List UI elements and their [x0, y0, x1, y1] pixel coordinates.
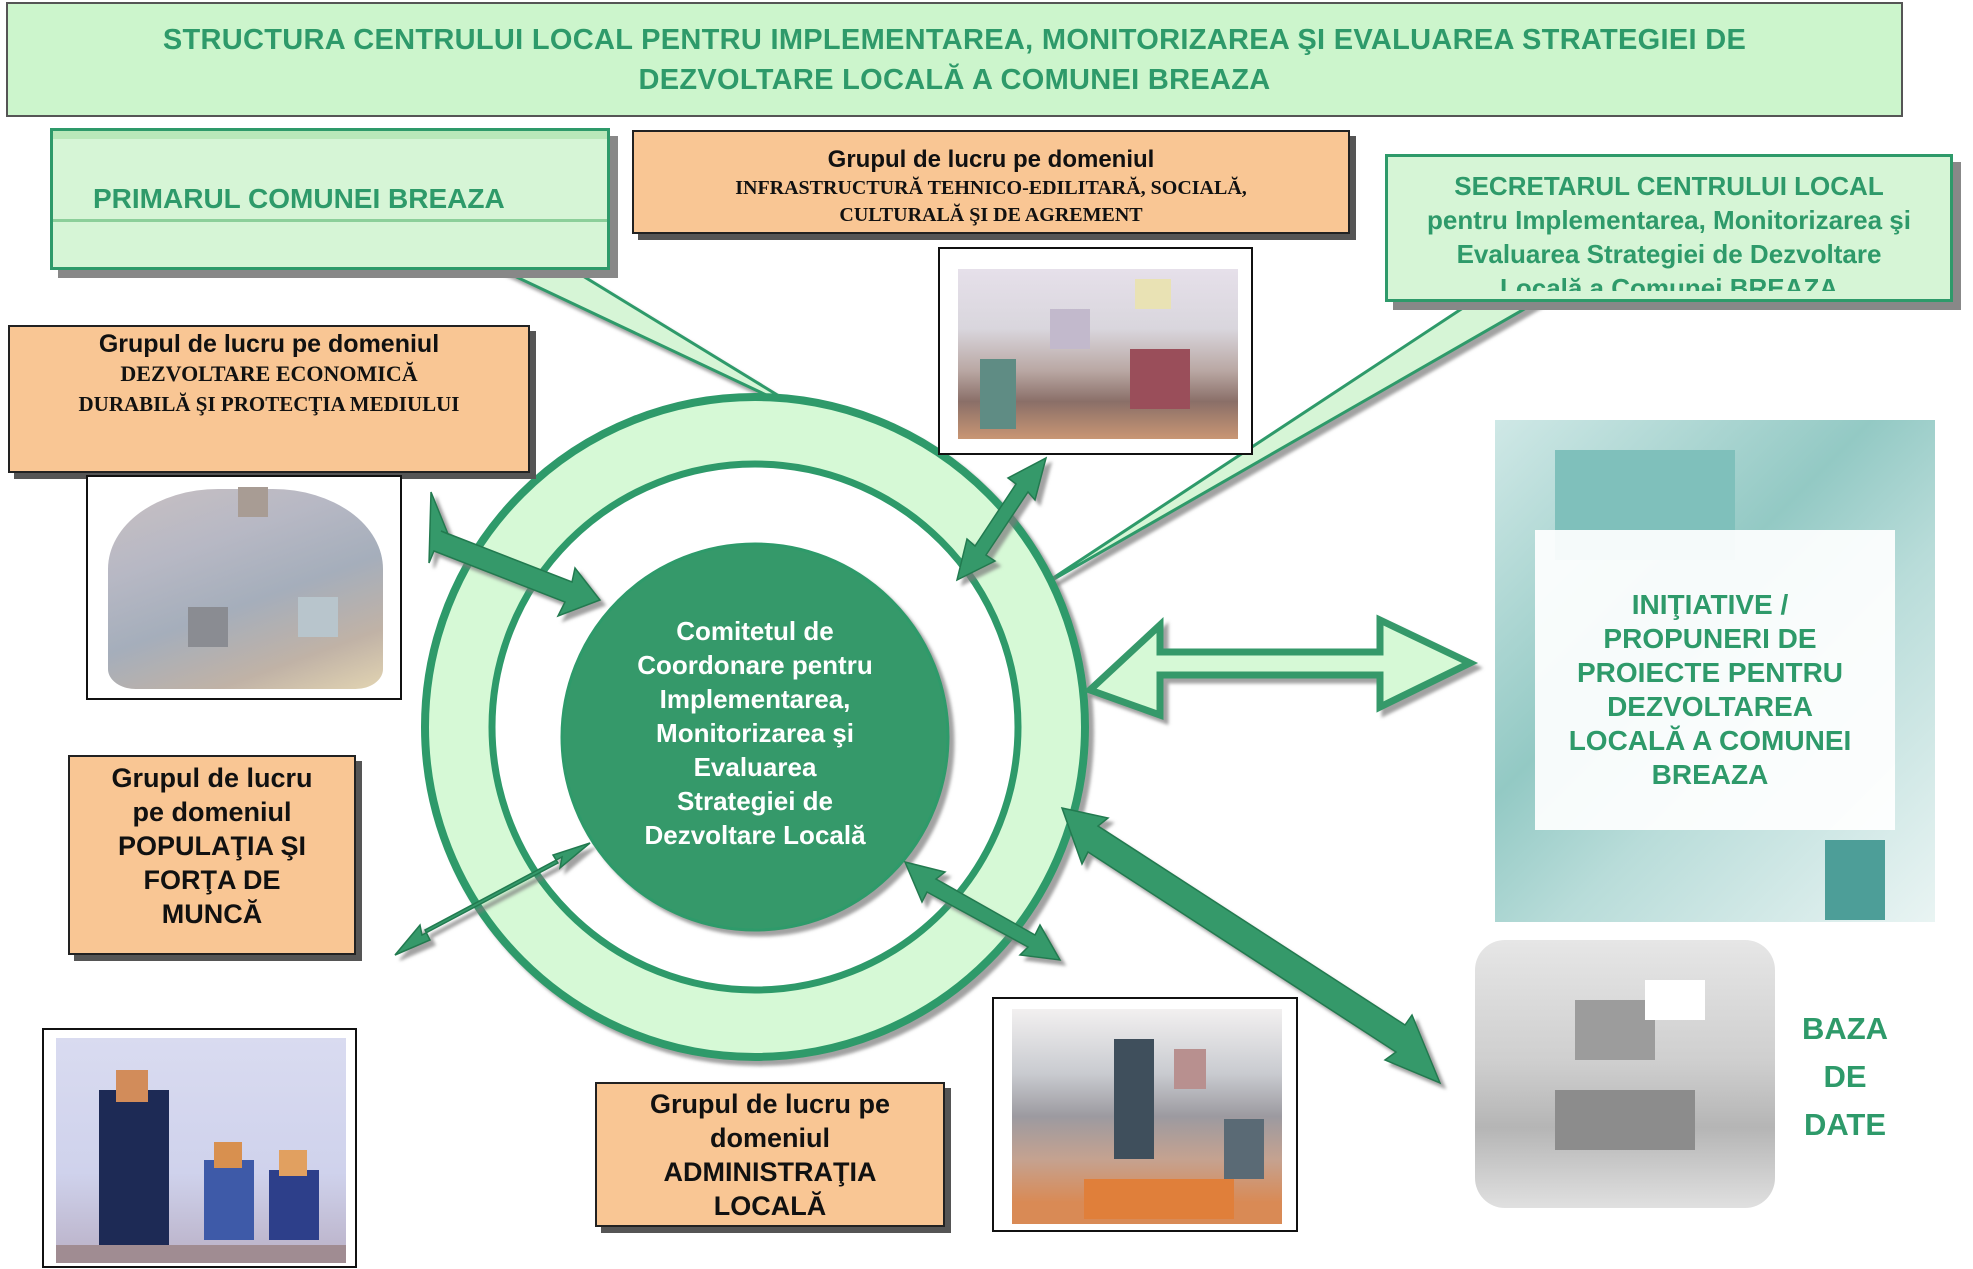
initiative-line-6: BREAZA — [1651, 759, 1769, 790]
economic-photo — [86, 475, 402, 700]
database-line-3: DATE — [1803, 1107, 1887, 1142]
group-populatia: Grupul de lucru pe domeniul POPULAŢIA ŞI… — [68, 755, 356, 955]
title-line-2: DEZVOLTARE LOCALĂ A COMUNEI BREAZA — [638, 63, 1271, 96]
group-economic: Grupul de lucru pe domeniul DEZVOLTARE E… — [8, 325, 530, 473]
hub-line-4: Monitorizarea şi — [656, 718, 854, 748]
group-economic-heading: Grupul de lucru pe domeniul — [98, 330, 440, 358]
initiative-label: INIŢIATIVE / PROPUNERI DE PROIECTE PENTR… — [1515, 588, 1905, 792]
secretar-callout: SECRETARUL CENTRULUI LOCAL pentru Implem… — [1385, 154, 1953, 302]
hub-line-3: Implementarea, — [659, 684, 851, 714]
secretar-line-1: SECRETARUL CENTRULUI LOCAL — [1454, 171, 1884, 201]
arrow-administratia — [903, 860, 1062, 961]
initiative-frame — [1495, 420, 1935, 922]
primar-callout: PRIMARUL COMUNEI BREAZA — [50, 128, 610, 270]
arrow-economic — [428, 491, 602, 618]
secretar-line-4: Locală a Comunei BREAZA — [1499, 273, 1839, 291]
group-administratia-line-4: LOCALĂ — [713, 1191, 827, 1221]
initiative-line-3: PROIECTE PENTRU — [1576, 657, 1844, 688]
primar-label: PRIMARUL COMUNEI BREAZA — [93, 183, 505, 214]
group-administratia-line-1: Grupul de lucru pe — [649, 1089, 891, 1119]
group-infrastructura-line-2: CULTURALĂ ŞI DE AGREMENT — [839, 204, 1143, 226]
group-populatia-line-3: POPULAŢIA ŞI — [117, 831, 306, 861]
group-populatia-line-4: FORŢA DE — [143, 865, 281, 895]
group-infrastructura-line-1: INFRASTRUCTURĂ TEHNICO-EDILITARĂ, SOCIAL… — [735, 177, 1247, 199]
hub-line-1: Comitetul de — [676, 616, 834, 646]
hub-circle — [560, 542, 950, 932]
hub-line-5: Evaluarea — [693, 752, 817, 782]
initiative-line-5: LOCALĂ A COMUNEI — [1568, 725, 1852, 756]
secretar-line-2: pentru Implementarea, Monitorizarea şi — [1426, 205, 1911, 235]
group-economic-line-1: DEZVOLTARE ECONOMICĂ — [120, 361, 418, 386]
group-administratia-line-2: domeniul — [710, 1123, 830, 1153]
hub-line-2: Coordonare pentru — [637, 650, 873, 680]
group-administratia: Grupul de lucru pe domeniul ADMINISTRAŢI… — [595, 1082, 945, 1227]
hub-line-7: Dezvoltare Locală — [644, 820, 866, 850]
group-populatia-line-1: Grupul de lucru — [111, 763, 313, 793]
hub-label: Comitetul de Coordonare pentru Implement… — [590, 614, 920, 852]
arrow-baza-date — [1060, 806, 1442, 1085]
group-economic-line-2: DURABILĂ ŞI PROTECŢIA MEDIULUI — [78, 392, 460, 416]
group-populatia-line-2: pe domeniul — [132, 797, 292, 827]
database-line-1: BAZA — [1801, 1011, 1889, 1046]
title-line-1: STRUCTURA CENTRULUI LOCAL PENTRU IMPLEME… — [162, 23, 1747, 56]
initiative-line-2: PROPUNERI DE — [1603, 623, 1817, 654]
initiative-line-4: DEZVOLTAREA — [1607, 691, 1813, 722]
diagram-title: STRUCTURA CENTRULUI LOCAL PENTRU IMPLEME… — [6, 2, 1903, 117]
arrow-initiative — [1083, 614, 1479, 720]
group-populatia-line-5: MUNCĂ — [161, 899, 263, 929]
arrow-infrastructura — [955, 456, 1048, 582]
database-icon — [1475, 940, 1775, 1208]
arrow-populatia — [394, 842, 591, 956]
populatia-photo — [42, 1028, 357, 1268]
secretar-line-3: Evaluarea Strategiei de Dezvoltare — [1456, 239, 1882, 269]
database-line-2: DE — [1823, 1059, 1867, 1094]
group-administratia-line-3: ADMINISTRAŢIA — [663, 1157, 877, 1187]
initiative-line-1: INIŢIATIVE / — [1631, 589, 1789, 620]
group-infrastructura: Grupul de lucru pe domeniul INFRASTRUCTU… — [632, 130, 1350, 234]
database-label: BAZA DE DATE — [1785, 1005, 1905, 1149]
infrastructura-photo — [938, 247, 1253, 455]
group-infrastructura-heading: Grupul de lucru pe domeniul — [827, 146, 1155, 173]
administratia-photo — [992, 997, 1298, 1232]
hub-line-6: Strategiei de — [676, 786, 834, 816]
